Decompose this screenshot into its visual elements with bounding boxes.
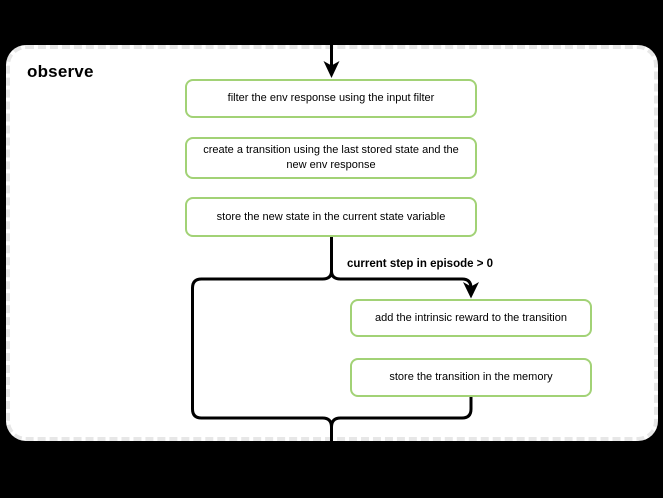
node-create-transition: create a transition using the last store… [185,137,477,179]
node-label: store the new state in the current state… [216,210,446,223]
node-store-new-state: store the new state in the current state… [185,197,477,237]
diagram-title: observe [27,62,94,81]
node-label: store the transition in the memory [389,371,553,384]
node-add-intrinsic-reward: add the intrinsic reward to the transiti… [350,299,592,337]
node-store-transition: store the transition in the memory [350,358,592,397]
condition-label: current step in episode > 0 [347,258,494,270]
node-filter-env-response: filter the env response using the input … [185,79,477,118]
node-label: add the intrinsic reward to the transiti… [375,311,567,324]
node-label: create a transition using the last store… [203,144,459,171]
node-label: filter the env response using the input … [227,92,435,105]
